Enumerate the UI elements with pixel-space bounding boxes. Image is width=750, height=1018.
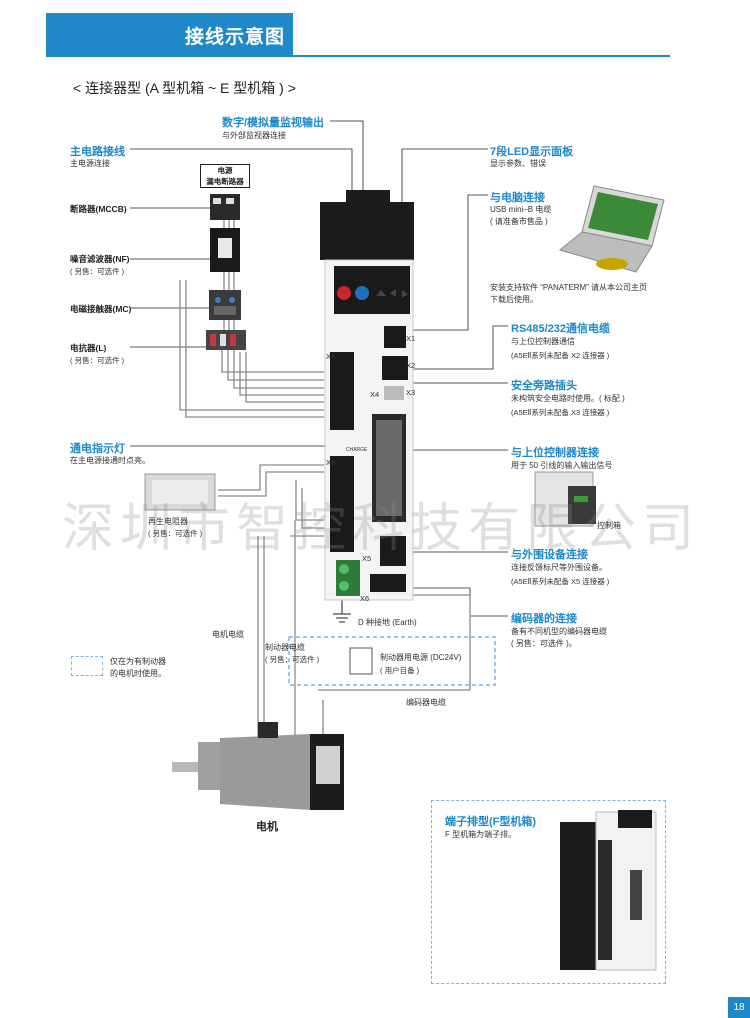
legend-line2: 的电机时使用。 bbox=[110, 669, 166, 678]
regen-resistor-drawing bbox=[144, 473, 216, 511]
encoder-title: 编码器的连接 bbox=[511, 613, 577, 625]
mccb-drawing bbox=[210, 194, 240, 220]
charge-label: CHARGE bbox=[346, 447, 368, 453]
software-line2: 下载后使用。 bbox=[490, 295, 538, 304]
leader-monitor bbox=[330, 120, 364, 190]
section-subtitle: < 连接器型 (A 型机箱 ~ E 型机箱 ) > bbox=[73, 80, 296, 96]
motor-drawing bbox=[172, 722, 344, 810]
servo-driver-drawing bbox=[320, 190, 414, 601]
ground-label: D 种接地 (Earth) bbox=[358, 618, 417, 627]
regen-resistor-note: ( 另售：可选件 ) bbox=[148, 529, 203, 538]
psu-label: 电源 bbox=[217, 166, 233, 175]
mccb-label: 断路器(MCCB) bbox=[70, 204, 127, 214]
x2-label: X2 bbox=[406, 361, 416, 370]
pc-connect-desc2: ( 请准备市售品 ) bbox=[490, 217, 548, 226]
psu-breaker-box: 电源 漏电断路器 bbox=[200, 164, 250, 188]
controller-desc: 用于 50 引线的输入输出信号 bbox=[511, 461, 613, 470]
page-title: 接线示意图 bbox=[185, 27, 286, 48]
encoder-cable-label: 编码器电缆 bbox=[406, 698, 446, 707]
mc-label: 电磁接触器(MC) bbox=[70, 304, 132, 314]
regen-resistor-label: 再生电阻器 bbox=[148, 517, 188, 526]
monitor-output-desc: 与外部监视器连接 bbox=[222, 131, 286, 140]
nf-label: 噪音滤波器(NF) bbox=[70, 254, 130, 264]
software-line1: 安装支持软件 “PANATERM” 请从本公司主页 bbox=[490, 283, 648, 292]
xa-label: XA bbox=[326, 352, 337, 361]
led-panel-desc: 显示参数、错误 bbox=[490, 159, 546, 168]
leader-encoder bbox=[408, 587, 508, 617]
leader-main-power bbox=[130, 148, 353, 200]
rs485-title: RS485/232通信电缆 bbox=[511, 323, 611, 335]
f-frame-driver-drawing bbox=[560, 810, 657, 971]
nf-note: ( 另售：可选件 ) bbox=[70, 267, 125, 276]
contactor-drawing bbox=[209, 290, 241, 320]
noise-filter-drawing bbox=[210, 228, 240, 272]
x1-label: X1 bbox=[406, 334, 416, 343]
legend-dashed-swatch bbox=[71, 656, 103, 676]
peripheral-note: (A5EⅡ系列未配备 X5 连接器 ) bbox=[511, 577, 610, 586]
motor-label: 电机 bbox=[256, 821, 278, 833]
terminal-type-desc: F 型机箱为端子排。 bbox=[445, 830, 517, 839]
main-power-title: 主电路接线 bbox=[70, 146, 125, 158]
controller-title: 与上位控制器连接 bbox=[511, 447, 599, 459]
control-box-drawing bbox=[534, 471, 596, 527]
leakage-breaker-label: 漏电断路器 bbox=[206, 177, 244, 186]
header-bar bbox=[46, 13, 293, 55]
watermark: 深圳市智控科技有限公司 bbox=[62, 499, 701, 559]
reactor-drawing bbox=[206, 330, 246, 350]
rs485-note: (A5EⅡ系列未配备 X2 连接器 ) bbox=[511, 351, 610, 360]
laptop-drawing bbox=[558, 185, 665, 273]
x5-label: X5 bbox=[362, 554, 372, 563]
motor-cable-label: 电机电缆 bbox=[212, 630, 244, 639]
control-box-label: 控制箱 bbox=[597, 521, 621, 530]
safety-desc: 未构筑安全电路时使用。( 标配 ) bbox=[511, 394, 625, 403]
peripheral-title: 与外围设备连接 bbox=[511, 549, 588, 561]
leader-rs485 bbox=[408, 325, 508, 370]
encoder-desc: 备有不同机型的编码器电缆 bbox=[511, 627, 607, 636]
leader-led bbox=[401, 148, 488, 275]
brake-cable-note: ( 另售：可选件 ) bbox=[265, 655, 320, 664]
brake-psu-note: ( 用户自备 ) bbox=[380, 666, 420, 675]
monitor-output-title: 数字/模拟量监视输出 bbox=[222, 117, 325, 129]
brake-psu-label: 制动器用电源 (DC24V) bbox=[380, 653, 462, 662]
brake-cable-label: 制动器电缆 bbox=[265, 643, 305, 652]
rs485-desc: 与上位控制器通信 bbox=[511, 337, 575, 346]
x6-label: X6 bbox=[360, 594, 370, 603]
leader-pc bbox=[408, 194, 488, 331]
main-power-desc: 主电源连接 bbox=[70, 159, 110, 168]
encoder-note: ( 另售：可选件 )。 bbox=[511, 639, 577, 648]
terminal-type-box bbox=[431, 800, 666, 984]
pc-connect-desc1: USB mini–B 电缆 bbox=[490, 205, 552, 214]
header-rule bbox=[46, 55, 670, 57]
charge-lamp-title: 通电指示灯 bbox=[70, 443, 125, 455]
pc-connect-title: 与电脑连接 bbox=[490, 192, 545, 204]
charge-lamp-desc: 在主电源接通时点亮。 bbox=[70, 456, 150, 465]
x4-label: X4 bbox=[370, 390, 380, 399]
safety-title: 安全旁路插头 bbox=[511, 380, 577, 392]
x3-label: X3 bbox=[406, 388, 416, 397]
reactor-label: 电抗器(L) bbox=[70, 343, 107, 353]
led-panel-title: 7段LED显示面板 bbox=[490, 146, 574, 158]
safety-note: (A5EⅡ系列未配备 X3 连接器 ) bbox=[511, 408, 610, 417]
legend-line1: 仅在为有制动器 bbox=[110, 657, 166, 666]
peripheral-desc: 连接反馈标尺等外围设备。 bbox=[511, 563, 607, 572]
terminal-type-title: 端子排型(F型机箱) bbox=[445, 816, 537, 828]
xb-label: XB bbox=[326, 458, 337, 467]
reactor-note: ( 另售：可选件 ) bbox=[70, 356, 125, 365]
page-number: 18 bbox=[728, 997, 750, 1018]
